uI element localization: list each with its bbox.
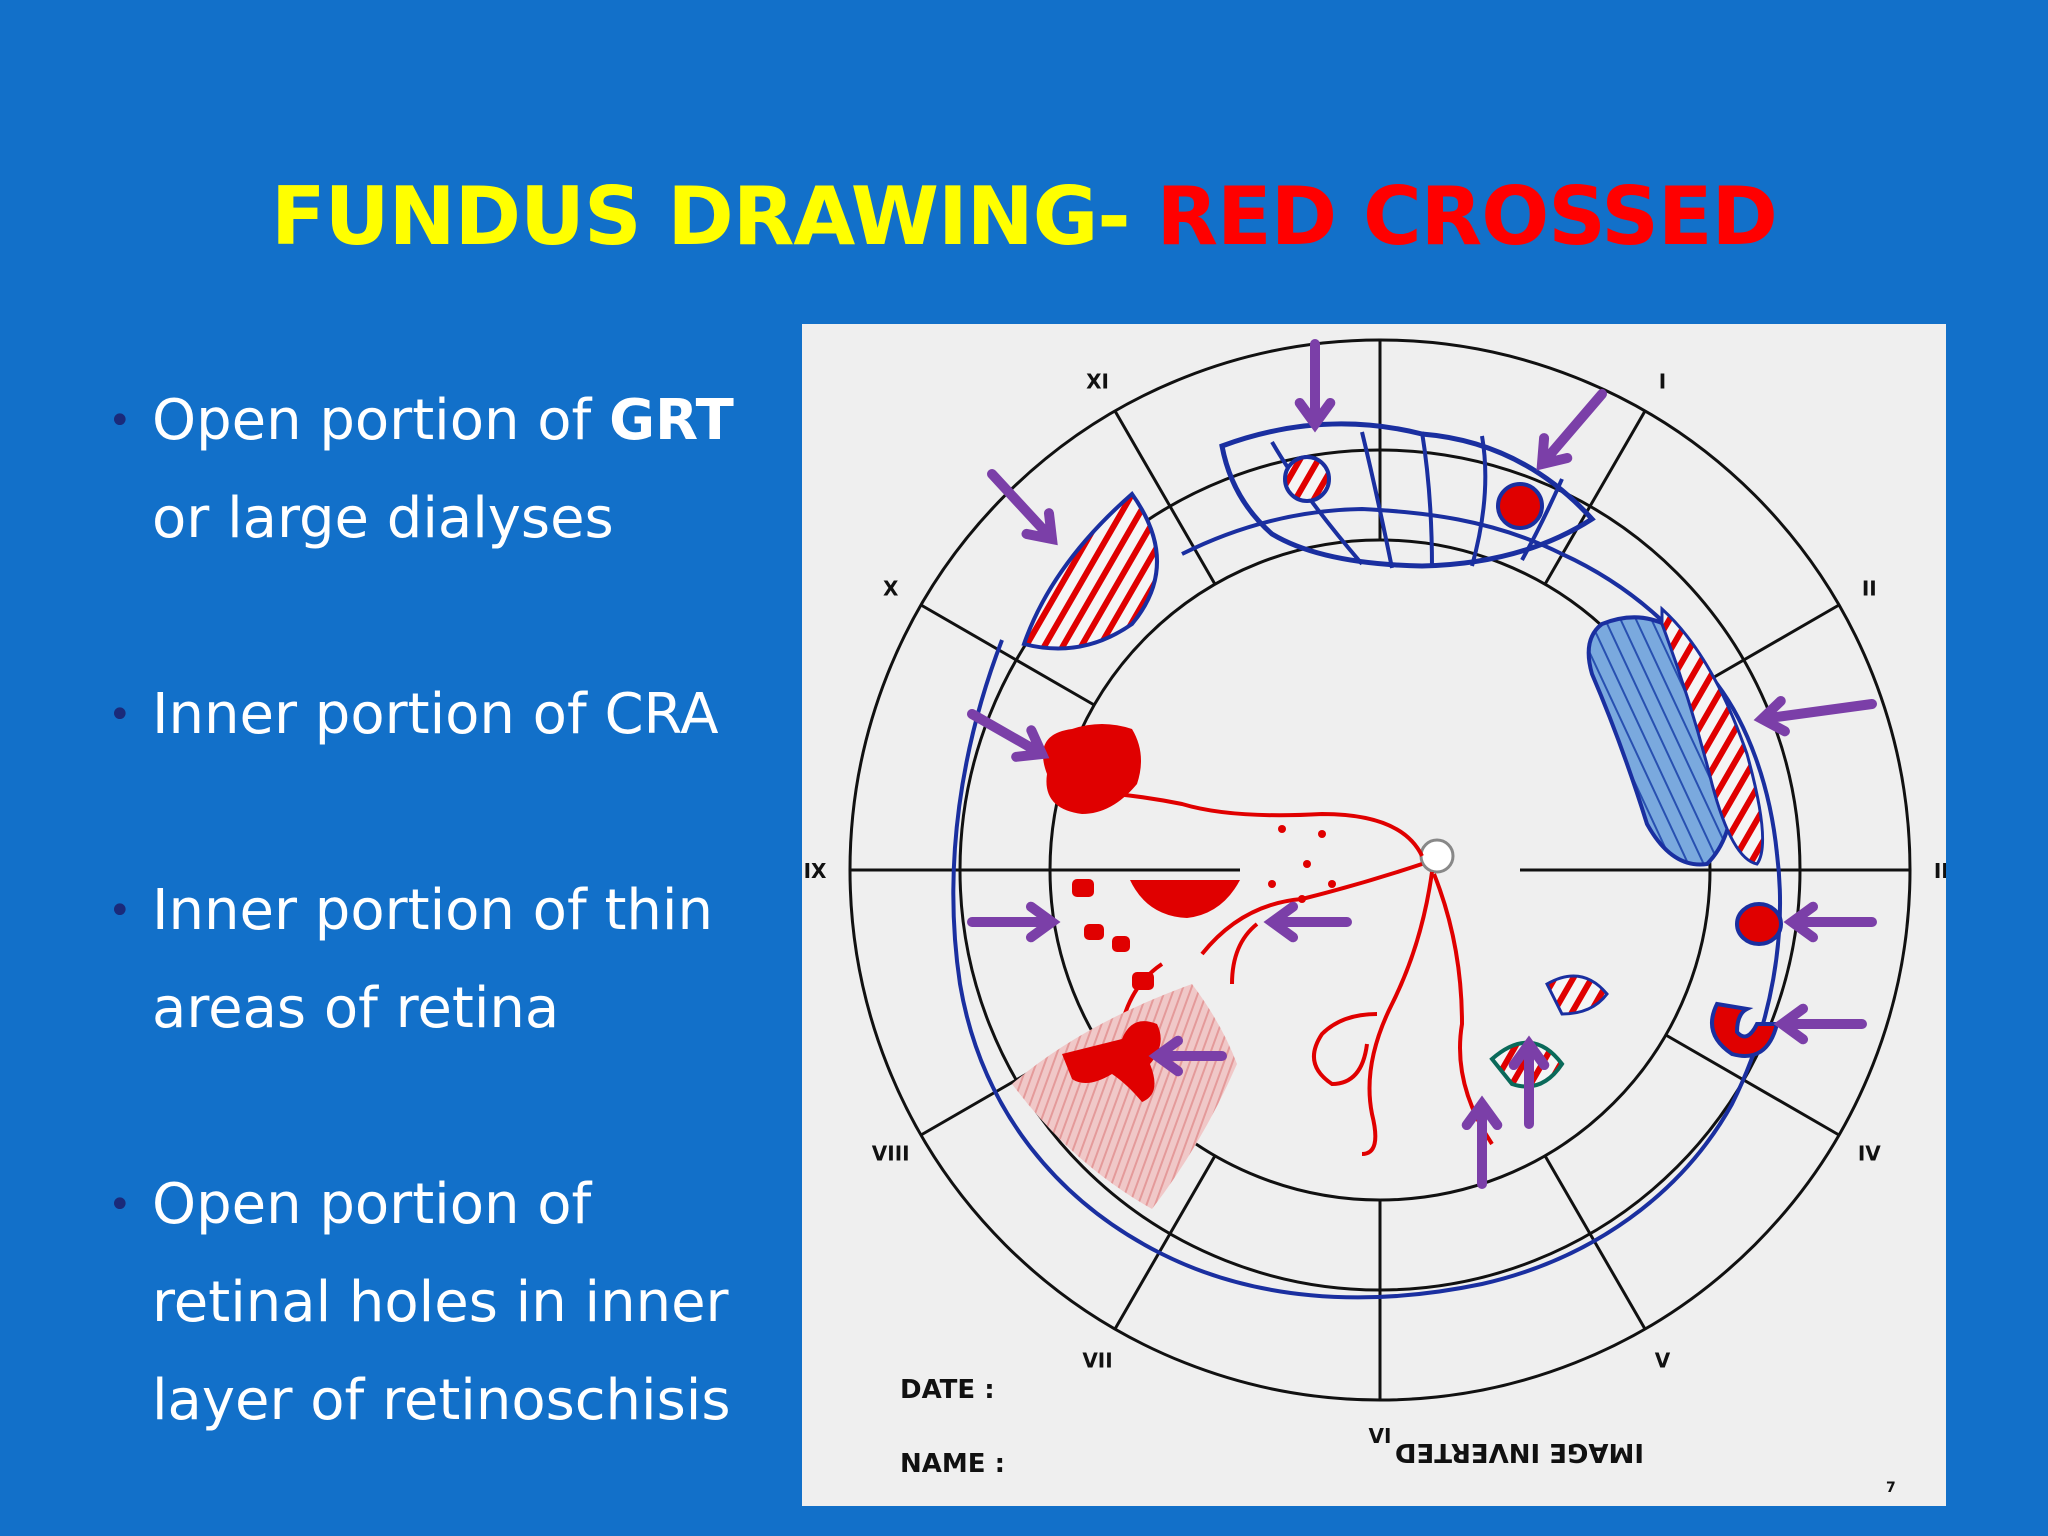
clock-hour-label: II [1862, 577, 1877, 601]
image-inverted-label: IMAGE INVERTED [1395, 1437, 1644, 1467]
bullet-list: • Open portion of GRT or large dialyses … [108, 372, 788, 1450]
title-part-yellow: FUNDUS DRAWING- [271, 170, 1131, 263]
fundus-drawing-svg: IIIIIIIVVVIVIIVIIIIXXXI [804, 338, 1946, 1496]
page-number: 7 [1886, 1480, 1896, 1496]
preretinal-hemorrhage [1042, 724, 1141, 814]
clock-spoke [1113, 410, 1217, 585]
clock-hour-label: IV [1858, 1142, 1881, 1166]
bullet-dot-icon: • [108, 398, 132, 444]
pointer-arrow-icon [1461, 1095, 1503, 1189]
hemorrhage-dots [1268, 825, 1336, 903]
clock-hour-label: IX [804, 859, 827, 883]
retinal-vessels [1086, 790, 1494, 1156]
clock-hour-label: VII [1082, 1348, 1112, 1372]
bullet-dot-icon: • [108, 1182, 132, 1228]
name-label: NAME : [900, 1449, 1005, 1479]
clock-hour-label: I [1659, 370, 1666, 394]
pointer-arrow-icon [1783, 901, 1877, 943]
clock-hour-labels: IIIIIIIVVVIVIIVIIIIXXXI [804, 370, 1946, 1448]
clock-spoke [920, 603, 1095, 707]
boat-shaped-hemorrhage [1130, 880, 1240, 918]
clock-spoke [1665, 1033, 1840, 1137]
date-label: DATE : [900, 1375, 995, 1405]
fundus-drawing-chart: IIIIIIIVVVIVIIVIIIIXXXI [802, 324, 1946, 1506]
bullet-dot-icon: • [108, 692, 132, 738]
retinal-hole-3 [1735, 902, 1783, 946]
horseshoe-tear [1710, 1001, 1780, 1058]
star-hemorrhage [1062, 1021, 1161, 1102]
retinal-detachment-outline [951, 506, 1782, 1300]
pointer-arrow-icon [1294, 339, 1336, 433]
retinal-hole-1 [1283, 455, 1331, 503]
clock-spoke [1113, 1155, 1217, 1330]
tear-small-1 [1545, 974, 1609, 1016]
clock-hour-label: V [1655, 1348, 1671, 1372]
clock-hour-label: XI [1086, 370, 1109, 394]
clock-hour-label: VIII [872, 1142, 910, 1166]
pointer-arrow-icon [967, 709, 1050, 762]
bullet-item: • Inner portion of thin areas of retina [108, 862, 788, 1058]
title-part-red: RED CROSSED [1156, 170, 1778, 263]
pointer-arrow-icon [1536, 389, 1607, 471]
retinal-hole-2 [1496, 482, 1544, 530]
bullet-item: • Inner portion of CRA [108, 666, 788, 764]
pointer-arrow-icon [967, 901, 1061, 943]
clock-hour-label: III [1934, 859, 1946, 883]
clock-hour-label: X [883, 577, 899, 601]
small-hemorrhages [1072, 879, 1154, 990]
arrows [967, 339, 1877, 1189]
bullet-item: • Open portion of GRT or large dialyses [108, 372, 788, 568]
pointer-arrow-icon [1508, 1035, 1550, 1129]
slide-title: FUNDUS DRAWING- RED CROSSED [0, 170, 2048, 263]
pointer-arrow-icon [1263, 901, 1352, 943]
bullet-item: • Open portion of retinal holes in inner… [108, 1156, 788, 1450]
pointer-arrow-icon [1148, 1035, 1227, 1077]
pointer-arrow-icon [1773, 1003, 1867, 1045]
clock-hour-label: VI [1369, 1424, 1392, 1448]
bold-term: GRT [609, 388, 734, 453]
tear-hatched-area [1660, 605, 1765, 866]
optic-disc [1419, 838, 1455, 874]
superior-schisis-cavity [1219, 421, 1596, 569]
dialysis-hatched [1021, 491, 1159, 651]
pointer-arrow-icon [987, 469, 1058, 546]
pointer-arrow-icon [1753, 696, 1877, 737]
bullet-dot-icon: • [108, 888, 132, 934]
